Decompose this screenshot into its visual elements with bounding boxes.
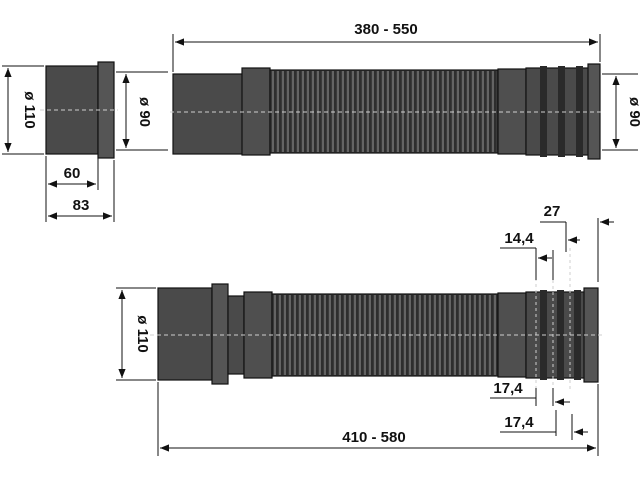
dim-27: 27 xyxy=(540,203,614,282)
bottom-assembly xyxy=(150,248,602,392)
dim-14-4-label: 14,4 xyxy=(504,230,534,247)
cap-diameter-label: ø 110 xyxy=(21,91,38,129)
top-hose-left-pipe xyxy=(172,73,244,155)
bottom-socket-rim xyxy=(211,283,229,385)
bottom-diameter-dimension: ø 110 xyxy=(116,287,156,381)
cap-inner-diameter-dimension: ø 90 xyxy=(116,71,168,151)
top-length-label: 380 - 550 xyxy=(354,21,417,38)
dim-14-4: 14,4 xyxy=(500,230,554,280)
top-right-diameter-label: ø 90 xyxy=(626,97,640,127)
cap-width-60-dimension: 60 xyxy=(45,156,99,222)
top-hose-left-collar xyxy=(241,67,271,156)
cap-width-83-dimension: 83 xyxy=(48,160,115,222)
top-right-diameter-dimension: ø 90 xyxy=(602,73,640,151)
dim-17-4-b-label: 17,4 xyxy=(504,414,534,431)
cap-diameter-dimension: ø 110 xyxy=(2,65,44,155)
dim-17-4-a-label: 17,4 xyxy=(493,380,523,397)
top-length-dimension: 380 - 550 xyxy=(172,21,601,72)
dim-27-label: 27 xyxy=(544,203,561,220)
dim-17-4-b: 17,4 xyxy=(500,410,588,440)
bottom-diameter-label: ø 110 xyxy=(134,315,151,353)
bottom-length-dimension: 410 - 580 xyxy=(157,382,599,456)
top-hose xyxy=(170,63,602,160)
top-hose-ring xyxy=(558,66,565,157)
dim-17-4-a: 17,4 xyxy=(490,380,570,406)
cap-width-83-label: 83 xyxy=(73,197,90,214)
cap-inner-diameter-label: ø 90 xyxy=(136,97,153,127)
bottom-length-label: 410 - 580 xyxy=(342,429,405,446)
bottom-ring xyxy=(557,290,564,380)
cap-width-60-label: 60 xyxy=(64,165,81,182)
cap-part xyxy=(40,61,118,159)
bottom-socket xyxy=(157,287,213,381)
